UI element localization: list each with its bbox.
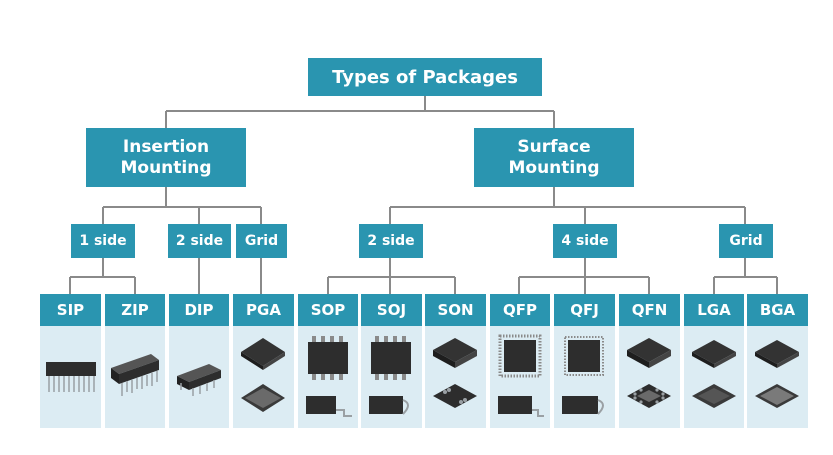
lga-chip-icon <box>692 340 736 408</box>
package-qfn-image <box>619 326 680 428</box>
subgroup-label: 2 side <box>175 233 224 249</box>
sop-chip-icon <box>306 336 352 417</box>
pga-chip-icon <box>241 338 285 412</box>
package-sip-header: SIP <box>40 294 101 326</box>
subgroup-label: Grid <box>729 233 763 249</box>
package-zip-image <box>105 326 165 428</box>
package-lga-image <box>684 326 744 428</box>
category-surface-mounting: Surface Mounting <box>474 128 634 187</box>
package-bga-header: BGA <box>747 294 808 326</box>
root-node: Types of Packages <box>308 58 542 96</box>
package-label: SIP <box>56 301 85 319</box>
package-qfp-header: QFP <box>490 294 550 326</box>
soj-chip-icon <box>369 336 411 415</box>
package-qfj-header: QFJ <box>554 294 615 326</box>
package-sop-header: SOP <box>298 294 358 326</box>
package-label: DIP <box>184 301 214 319</box>
package-qfj-image <box>554 326 615 428</box>
package-son-image <box>425 326 486 428</box>
qfn-chip-icon <box>627 338 671 408</box>
package-label: BGA <box>759 301 796 319</box>
sip-chip-icon <box>46 362 96 392</box>
qfj-chip-icon <box>562 336 604 415</box>
package-label: SON <box>437 301 474 319</box>
package-qfn-header: QFN <box>619 294 680 326</box>
surface-label-line1: Surface <box>517 136 591 157</box>
package-son-header: SON <box>425 294 486 326</box>
package-sip-image <box>40 326 101 428</box>
package-lga-header: LGA <box>684 294 744 326</box>
package-sop-image <box>298 326 358 428</box>
package-dip-image <box>169 326 229 428</box>
subgroup-label: 2 side <box>367 233 415 249</box>
insertion-label-line2: Mounting <box>120 157 212 178</box>
subgroup-insertion-1-side: 1 side <box>71 224 135 258</box>
root-title: Types of Packages <box>332 66 518 88</box>
dip-chip-icon <box>177 364 221 396</box>
package-pga-image <box>233 326 294 428</box>
package-label: LGA <box>697 301 731 319</box>
subgroup-surface-2-side: 2 side <box>359 224 423 258</box>
package-qfp-image <box>490 326 550 428</box>
package-label: ZIP <box>121 301 149 319</box>
package-bga-image <box>747 326 808 428</box>
subgroup-label: 4 side <box>561 233 609 249</box>
package-pga-header: PGA <box>233 294 294 326</box>
category-insertion-mounting: Insertion Mounting <box>86 128 246 187</box>
package-soj-image <box>361 326 422 428</box>
qfp-chip-icon <box>498 334 544 417</box>
package-label: QFN <box>631 301 668 319</box>
subgroup-label: 1 side <box>79 233 127 249</box>
subgroup-insertion-2-side: 2 side <box>168 224 231 258</box>
subgroup-surface-4-side: 4 side <box>553 224 617 258</box>
package-soj-header: SOJ <box>361 294 422 326</box>
insertion-label-line1: Insertion <box>122 136 210 157</box>
package-zip-header: ZIP <box>105 294 165 326</box>
package-dip-header: DIP <box>169 294 229 326</box>
package-label: QFJ <box>570 301 599 319</box>
surface-label-line2: Mounting <box>508 157 600 178</box>
zip-chip-icon <box>111 354 159 396</box>
son-chip-icon <box>433 338 477 408</box>
subgroup-label: Grid <box>244 233 279 249</box>
package-label: PGA <box>246 301 281 319</box>
package-label: SOP <box>310 301 346 319</box>
subgroup-surface-grid: Grid <box>719 224 773 258</box>
subgroup-insertion-grid: Grid <box>236 224 287 258</box>
package-label: SOJ <box>376 301 407 319</box>
package-label: QFP <box>503 301 537 319</box>
bga-chip-icon <box>755 340 799 408</box>
